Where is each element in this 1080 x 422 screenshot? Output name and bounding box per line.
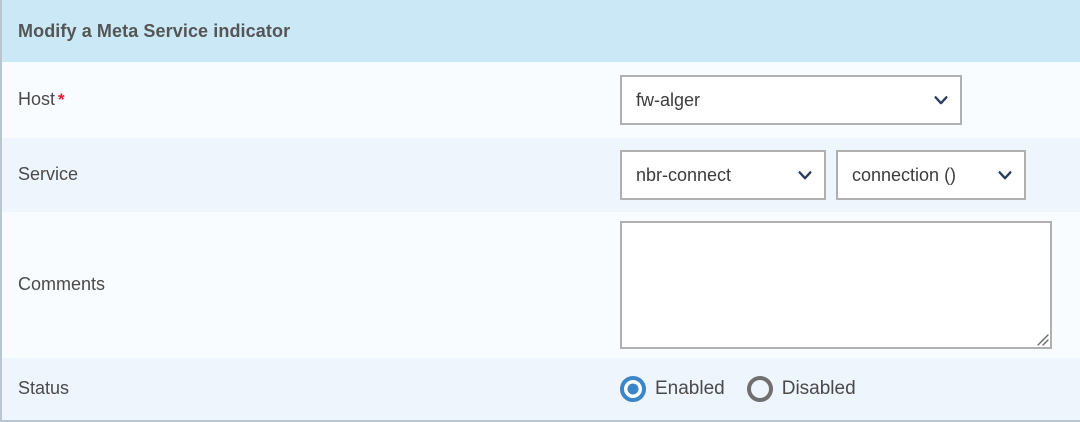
status-radio-enabled[interactable]: Enabled	[620, 376, 725, 402]
status-radio-disabled[interactable]: Disabled	[746, 376, 856, 402]
form-row-comments: Comments	[2, 212, 1080, 358]
comments-textarea[interactable]	[622, 223, 1050, 347]
service-field: nbr-connect connection ()	[620, 150, 1080, 200]
chevron-down-icon	[798, 171, 812, 180]
comments-textarea-wrapper	[620, 221, 1052, 349]
service-select[interactable]: nbr-connect	[620, 150, 826, 200]
chevron-down-icon	[934, 96, 948, 105]
form-row-service: Service nbr-connect connection ()	[2, 138, 1080, 212]
comments-label-text: Comments	[18, 274, 106, 295]
page-title: Modify a Meta Service indicator	[18, 20, 291, 41]
host-required-marker: *	[58, 90, 65, 110]
chevron-down-icon	[998, 171, 1012, 180]
status-radio-group: Enabled Disabled	[620, 376, 856, 402]
host-label: Host*	[18, 89, 620, 111]
service-item-select-value: connection ()	[852, 164, 957, 185]
host-select-value: fw-alger	[636, 89, 701, 110]
form-row-host: Host* fw-alger	[2, 62, 1080, 138]
service-label: Service	[18, 164, 620, 186]
radio-selected-icon[interactable]	[620, 376, 646, 402]
status-label: Status	[18, 378, 620, 400]
radio-unselected-icon[interactable]	[746, 376, 773, 402]
status-label-text: Status	[18, 378, 70, 399]
service-select-value: nbr-connect	[636, 164, 732, 185]
panel-header: Modify a Meta Service indicator	[2, 0, 1080, 62]
status-field: Enabled Disabled	[620, 376, 1080, 402]
status-radio-disabled-label: Disabled	[781, 378, 856, 399]
comments-field	[620, 221, 1080, 349]
host-label-text: Host	[18, 89, 56, 110]
comments-label: Comments	[18, 274, 620, 296]
form-row-status: Status Enabled Disabled	[2, 358, 1080, 420]
service-label-text: Service	[18, 164, 79, 185]
host-field: fw-alger	[620, 75, 1080, 125]
host-select[interactable]: fw-alger	[620, 75, 962, 125]
service-item-select[interactable]: connection ()	[836, 150, 1026, 200]
status-radio-enabled-label: Enabled	[655, 378, 725, 399]
